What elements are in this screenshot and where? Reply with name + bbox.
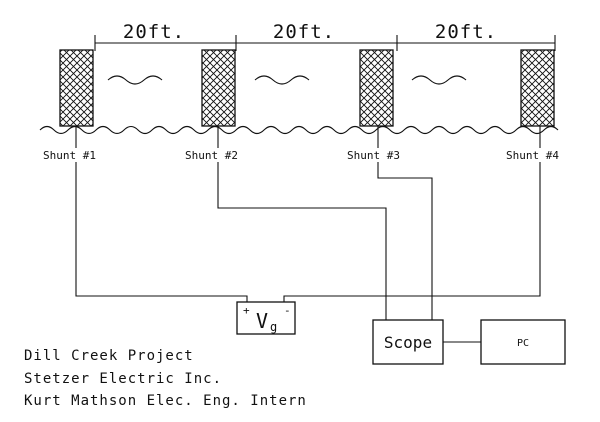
scope-label: Scope: [384, 333, 432, 352]
water-surface-wave: [39, 125, 559, 135]
voltage-subscript: g: [270, 320, 277, 334]
dimension-label-1: 20ft.: [123, 21, 185, 43]
company-name: Stetzer Electric Inc.: [24, 371, 222, 387]
minus-terminal-label: -: [284, 304, 291, 317]
shunt-block-1: [59, 49, 94, 127]
pc-label: PC: [517, 338, 529, 349]
shunt-label-3: Shunt #3: [347, 149, 400, 162]
dimension-label-2: 20ft.: [273, 21, 335, 43]
scope: Scope: [372, 319, 444, 365]
dimension-line: [94, 35, 556, 51]
shunt-block-3: [359, 49, 394, 127]
shunt-label-2: Shunt #2: [185, 149, 238, 162]
pc: PC: [480, 319, 566, 365]
water-wave-marks: [107, 75, 467, 85]
shunt-label-1: Shunt #1: [43, 149, 96, 162]
voltage-source: + - V g: [236, 301, 296, 335]
dimension-label-3: 20ft.: [435, 21, 497, 43]
plus-terminal-label: +: [243, 304, 250, 317]
shunt-block-4: [520, 49, 555, 127]
author-credit: Kurt Mathson Elec. Eng. Intern: [24, 393, 307, 409]
wiring: [75, 126, 541, 343]
project-title: Dill Creek Project: [24, 348, 194, 364]
shunt-block-2: [201, 49, 236, 127]
shunt-label-4: Shunt #4: [506, 149, 559, 162]
voltage-symbol: V: [256, 309, 268, 333]
